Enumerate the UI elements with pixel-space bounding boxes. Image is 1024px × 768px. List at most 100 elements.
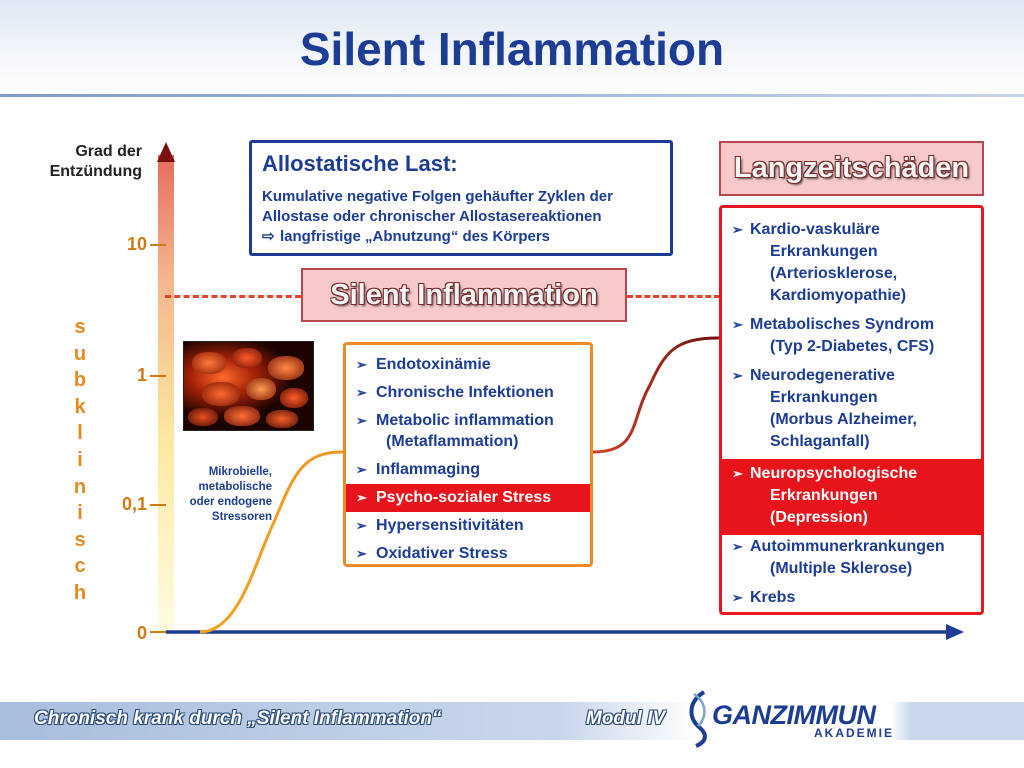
header-band <box>0 0 1024 100</box>
subklinisch-letter: k <box>74 395 86 418</box>
subklinisch-letter: h <box>73 581 87 604</box>
stressor-caption: Mikrobielle, metabolische oder endogene … <box>170 465 272 525</box>
inflammation-curve <box>199 336 720 634</box>
subklinisch-letter: s <box>74 528 86 551</box>
outline-arrow-icon: ⇨ <box>262 228 275 245</box>
damage-item-heading: ➢Autoimmunerkrankungen <box>732 536 977 558</box>
ember <box>202 382 240 406</box>
threshold-dashed-line-left <box>165 295 301 298</box>
arrow-bullet-icon: ➢ <box>356 462 367 477</box>
ember <box>188 408 218 426</box>
longterm-damage-label: Langzeitschäden <box>719 141 984 196</box>
footer-module: Modul IV <box>586 708 666 729</box>
subklinisch-letter: s <box>74 316 86 338</box>
cause-item: ➢ Hypersensitivitäten <box>346 512 590 540</box>
ember <box>266 410 298 428</box>
glowing-embers-image <box>183 341 314 431</box>
arrow-bullet-icon: ➢ <box>356 546 367 561</box>
arrow-bullet-icon: ➢ <box>732 222 743 237</box>
cause-item: ➢ Endotoxinämie <box>346 351 590 379</box>
arrow-bullet-icon: ➢ <box>356 357 367 372</box>
cause-item-text: Metabolic inflammation <box>376 412 554 429</box>
subklinisch-letter: n <box>73 475 87 498</box>
damage-item: ➢Krebs <box>722 586 981 615</box>
cause-item: ➢ Chronische Infektionen <box>346 379 590 407</box>
header-divider <box>0 94 1024 97</box>
subklinisch-letter: i <box>77 502 83 525</box>
damage-item-heading: ➢Neuropsychologische <box>732 463 980 485</box>
ganzimmun-logo-icon <box>689 690 707 748</box>
damage-item-detail: (Arteriosklerose, <box>770 265 898 282</box>
cause-item: ➢Psycho-sozialer Stress <box>346 484 590 512</box>
threshold-dashed-line-right <box>627 295 720 298</box>
stressor-caption-line: Stressoren <box>211 511 272 523</box>
damage-item-detail: (Typ 2-Diabetes, CFS) <box>770 338 935 355</box>
y-axis-label-line1: Grad der <box>75 143 142 160</box>
silent-inflammation-label: Silent Inflammation <box>301 268 627 322</box>
page-title: Silent Inflammation <box>299 23 725 75</box>
damage-item-text: Neuropsychologische <box>750 465 918 482</box>
ember <box>280 388 308 408</box>
tick-label-0: 0 <box>136 623 147 643</box>
damage-item-text: Kardio-vaskuläre <box>750 221 880 238</box>
arrow-bullet-icon: ➢ <box>732 317 743 332</box>
arrow-bullet-icon: ➢ <box>356 490 367 505</box>
y-axis-label: Grad der Entzündung <box>20 142 142 182</box>
damage-item-detail: (Multiple Sklerose) <box>770 560 913 577</box>
subklinisch-letter: u <box>73 342 87 365</box>
x-axis-arrowhead <box>946 624 964 640</box>
y-axis-arrowhead <box>157 142 175 162</box>
allostatic-line3: langfristige „Abnutzung“ des Körpers <box>280 228 551 245</box>
arrow-bullet-icon: ➢ <box>356 518 367 533</box>
footer-title: Chronisch krank durch „Silent Inflammati… <box>34 708 442 729</box>
stressor-caption-line: Mikrobielle, <box>208 466 272 478</box>
allostatic-load-title: Allostatische Last: <box>262 151 458 176</box>
ganzimmun-logo-subtext: AKADEMIE <box>814 726 895 740</box>
arrow-bullet-icon: ➢ <box>356 385 367 400</box>
allostatic-load-box: Allostatische Last: Kumulative negative … <box>249 140 673 256</box>
cause-item: ➢Oxidativer Stress <box>346 540 590 568</box>
cause-item-text: Chronische Infektionen <box>376 384 554 401</box>
arrow-bullet-icon: ➢ <box>732 368 743 383</box>
damage-item-detail: (Depression) <box>770 509 868 526</box>
subklinisch-letter: b <box>73 369 87 392</box>
allostatic-line2: Allostase oder chronischer Allostasereak… <box>262 208 602 225</box>
ember <box>192 352 226 374</box>
damage-item: ➢ Metabolisches Syndrom (Typ 2-Diabetes, C… <box>722 313 981 364</box>
damage-item-detail: Kardiomyopathie) <box>770 287 907 304</box>
subklinisch-letter: l <box>77 422 83 445</box>
cause-item: ➢Inflammaging <box>346 456 590 484</box>
subklinisch-letter: c <box>74 555 86 578</box>
tick-label-10: 10 <box>126 234 147 254</box>
damage-item-heading: ➢ Metabolisches Syndrom <box>732 314 977 336</box>
inflammation-causes-box: ➢Endotoxinämie➢Chronische Infektionen➢Me… <box>343 342 593 567</box>
ember <box>268 356 304 380</box>
damage-item-text: Metabolisches Syndrom <box>750 316 935 333</box>
tick-label-0-1: 0,1 <box>121 494 147 514</box>
damage-item-detail: Erkrankungen <box>770 243 878 260</box>
damage-item: ➢Autoimmunerkrankungen (Multiple Sklerose… <box>722 535 981 586</box>
allostatic-line1: Kumulative negative Folgen gehäufter Zyk… <box>262 188 613 205</box>
damage-item-detail: Erkrankungen <box>770 389 878 406</box>
cause-item-text: Hypersensitivitäten <box>376 517 524 534</box>
cause-item-text: Endotoxinämie <box>376 356 491 373</box>
damage-item-text: Neurodegenerative <box>750 367 895 384</box>
subklinisch-letter: i <box>77 448 83 471</box>
tick-label-1: 1 <box>136 365 147 385</box>
damage-item-text: Autoimmunerkrankungen <box>750 538 945 555</box>
stressor-caption-line: oder endogene <box>189 496 272 508</box>
ember <box>232 348 262 368</box>
ember <box>246 378 276 400</box>
damage-item-heading: ➢Krebs <box>732 587 977 609</box>
cause-item: ➢Metabolic inflammation <box>346 407 590 435</box>
allostatic-load-text: Kumulative negative Folgen gehäufter Zyk… <box>262 187 660 247</box>
arrow-bullet-icon: ➢ <box>732 590 743 605</box>
damage-item-detail: (Morbus Alzheimer, <box>770 411 917 428</box>
damage-item-detail: Erkrankungen <box>770 487 878 504</box>
